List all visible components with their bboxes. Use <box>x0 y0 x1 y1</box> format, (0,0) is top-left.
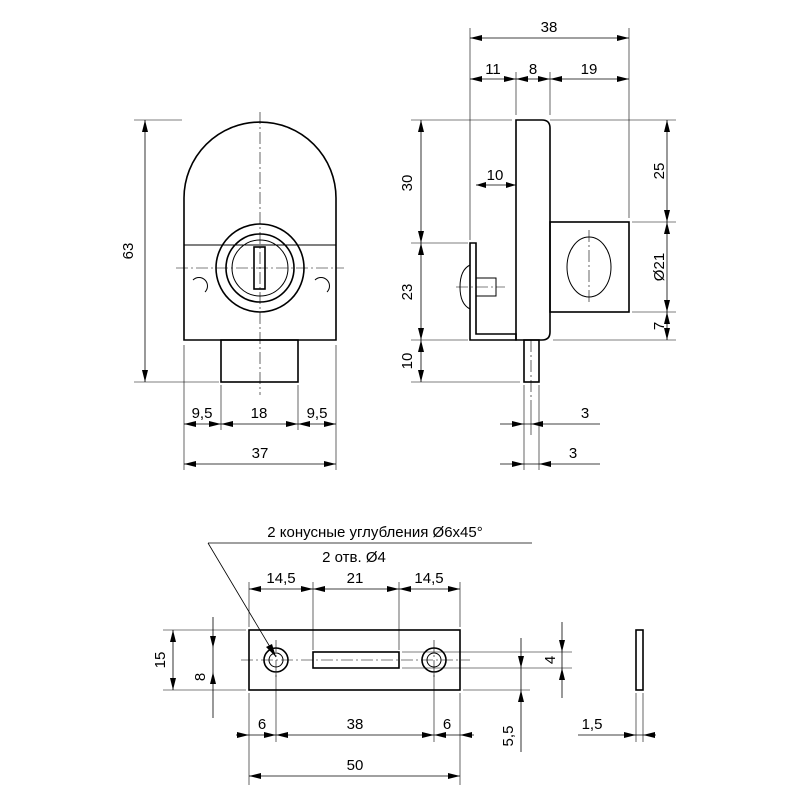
dim-plate-height: 15 <box>152 652 169 669</box>
dim-plate-total: 50 <box>347 757 364 774</box>
dim-side-r-top: 25 <box>651 163 668 180</box>
dim-side-r-bottom: 7 <box>651 322 668 330</box>
dim-side-plate-gap: 10 <box>487 167 504 184</box>
plate-thickness-view <box>635 629 644 691</box>
dim-side-h-mid: 23 <box>399 284 416 301</box>
dim-plate-hole-height: 8 <box>192 673 209 681</box>
dim-front-height: 63 <box>120 243 137 260</box>
dim-plate-top-right: 14,5 <box>414 570 443 587</box>
side-cam-plate <box>549 221 630 313</box>
dim-front-width: 37 <box>252 445 269 462</box>
dim-side-seg1: 11 <box>485 61 501 78</box>
dim-front-right-offset: 9,5 <box>307 405 328 422</box>
side-clamp-plate <box>469 242 517 341</box>
dim-plate-top-left: 14,5 <box>266 570 295 587</box>
dim-side-bolt2: 3 <box>569 445 577 462</box>
side-bolt <box>523 339 540 383</box>
front-body-outline <box>183 121 337 341</box>
dim-plate-top-mid: 21 <box>347 570 364 587</box>
dim-front-cylinder: 18 <box>251 405 268 422</box>
dim-side-h-top: 30 <box>399 175 416 192</box>
dim-plate-slot-offset: 5,5 <box>500 726 517 747</box>
dim-plate-slot-height: 4 <box>542 656 559 664</box>
plate-note-countersink: 2 конусные углубления Ø6x45° <box>267 524 483 541</box>
dim-plate-thickness: 1,5 <box>582 716 603 733</box>
front-hole-right <box>314 277 330 293</box>
dim-front-left-offset: 9,5 <box>192 405 213 422</box>
dim-side-seg3: 19 <box>581 61 598 78</box>
dim-plate-bottom-mid: 38 <box>347 716 364 733</box>
plate-view: 2 конусные углубления Ø6x45° 2 отв. Ø4 1… <box>152 524 656 785</box>
dim-side-bolt1: 3 <box>581 405 589 422</box>
side-body <box>515 119 551 341</box>
dim-side-r-diam: Ø21 <box>651 253 668 281</box>
dim-side-total: 38 <box>541 19 558 36</box>
dim-side-h-bottom: 10 <box>399 353 416 370</box>
front-view: 63 9,5 18 9,5 37 <box>120 112 344 470</box>
dim-plate-bottom-right: 6 <box>443 716 451 733</box>
dim-plate-bottom-left: 6 <box>258 716 266 733</box>
dim-side-seg2: 8 <box>529 61 537 78</box>
side-view: 38 11 8 19 30 23 10 10 <box>399 19 676 470</box>
front-cylinder-bottom <box>220 339 299 383</box>
front-hole-left <box>192 277 208 293</box>
plate-note-holes: 2 отв. Ø4 <box>322 549 386 566</box>
